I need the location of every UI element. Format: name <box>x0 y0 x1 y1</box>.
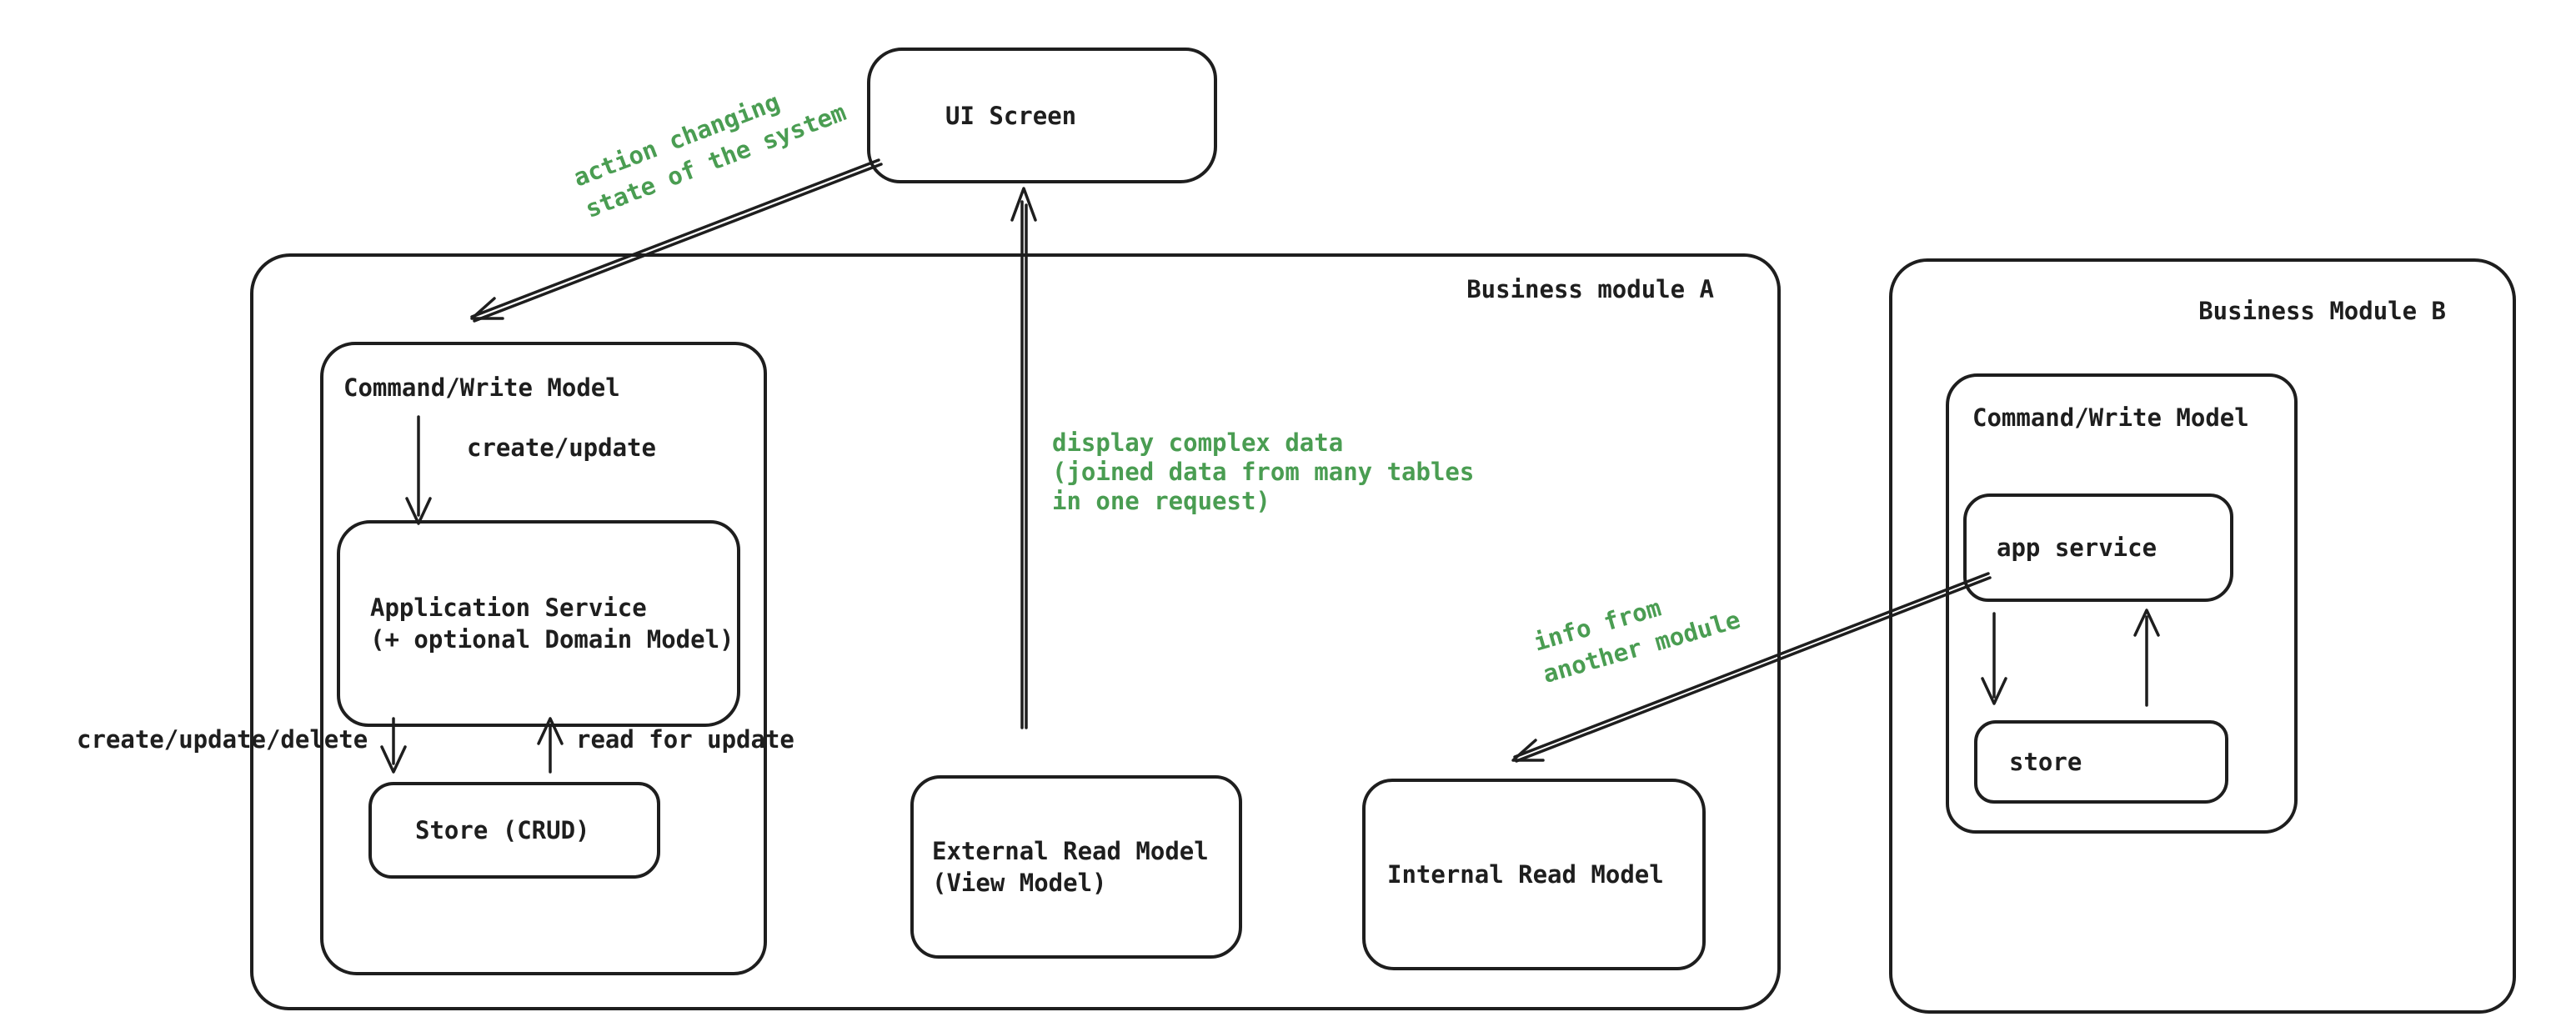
internal-read-model-label: Internal Read Model <box>1387 860 1664 889</box>
command-write-model-a: Command/Write Model Application Service … <box>320 342 767 975</box>
ui-screen-label: UI Screen <box>945 101 1077 130</box>
create-update-delete-label: create/update/delete <box>77 725 368 754</box>
annotation-display-line3: in one request) <box>1052 487 1270 515</box>
command-write-model-a-title: Command/Write Model <box>343 373 620 402</box>
create-update-label: create/update <box>467 433 656 462</box>
external-read-model-line2: (View Model) <box>932 869 1107 897</box>
business-module-a: Business module A Command/Write Model Ap… <box>77 253 1781 1010</box>
command-write-model-b-title: Command/Write Model <box>1972 403 2249 432</box>
annotation-display-line1: display complex data <box>1052 428 1344 457</box>
store-b-label: store <box>2009 748 2082 776</box>
application-service-line1: Application Service <box>370 594 647 622</box>
command-write-model-b: Command/Write Model app service store <box>1946 373 2298 834</box>
annotation-display-complex-data: display complex data (joined data from m… <box>1052 428 1474 516</box>
app-service-box: app service <box>1963 493 2233 602</box>
read-for-update-label: read for update <box>576 725 794 754</box>
ui-screen-box: UI Screen <box>867 48 1217 183</box>
annotation-action-changing: action changing state of the system <box>569 64 850 226</box>
store-crud-box: Store (CRUD) <box>368 782 660 879</box>
business-module-b: Business Module B Command/Write Model ap… <box>1889 258 2516 1014</box>
application-service-line2: (+ optional Domain Model) <box>370 625 734 654</box>
internal-read-model-box: Internal Read Model <box>1362 779 1706 970</box>
application-service-box: Application Service (+ optional Domain M… <box>337 520 740 727</box>
business-module-b-title: Business Module B <box>2198 297 2446 325</box>
store-b-box: store <box>1974 720 2228 804</box>
external-read-model-box: External Read Model (View Model) <box>910 775 1242 959</box>
business-module-a-title: Business module A <box>1466 275 1714 303</box>
annotation-display-line2: (joined data from many tables <box>1052 458 1475 486</box>
external-read-model-line1: External Read Model <box>932 837 1209 865</box>
app-service-label: app service <box>1997 534 2158 562</box>
store-crud-label: Store (CRUD) <box>415 816 590 844</box>
